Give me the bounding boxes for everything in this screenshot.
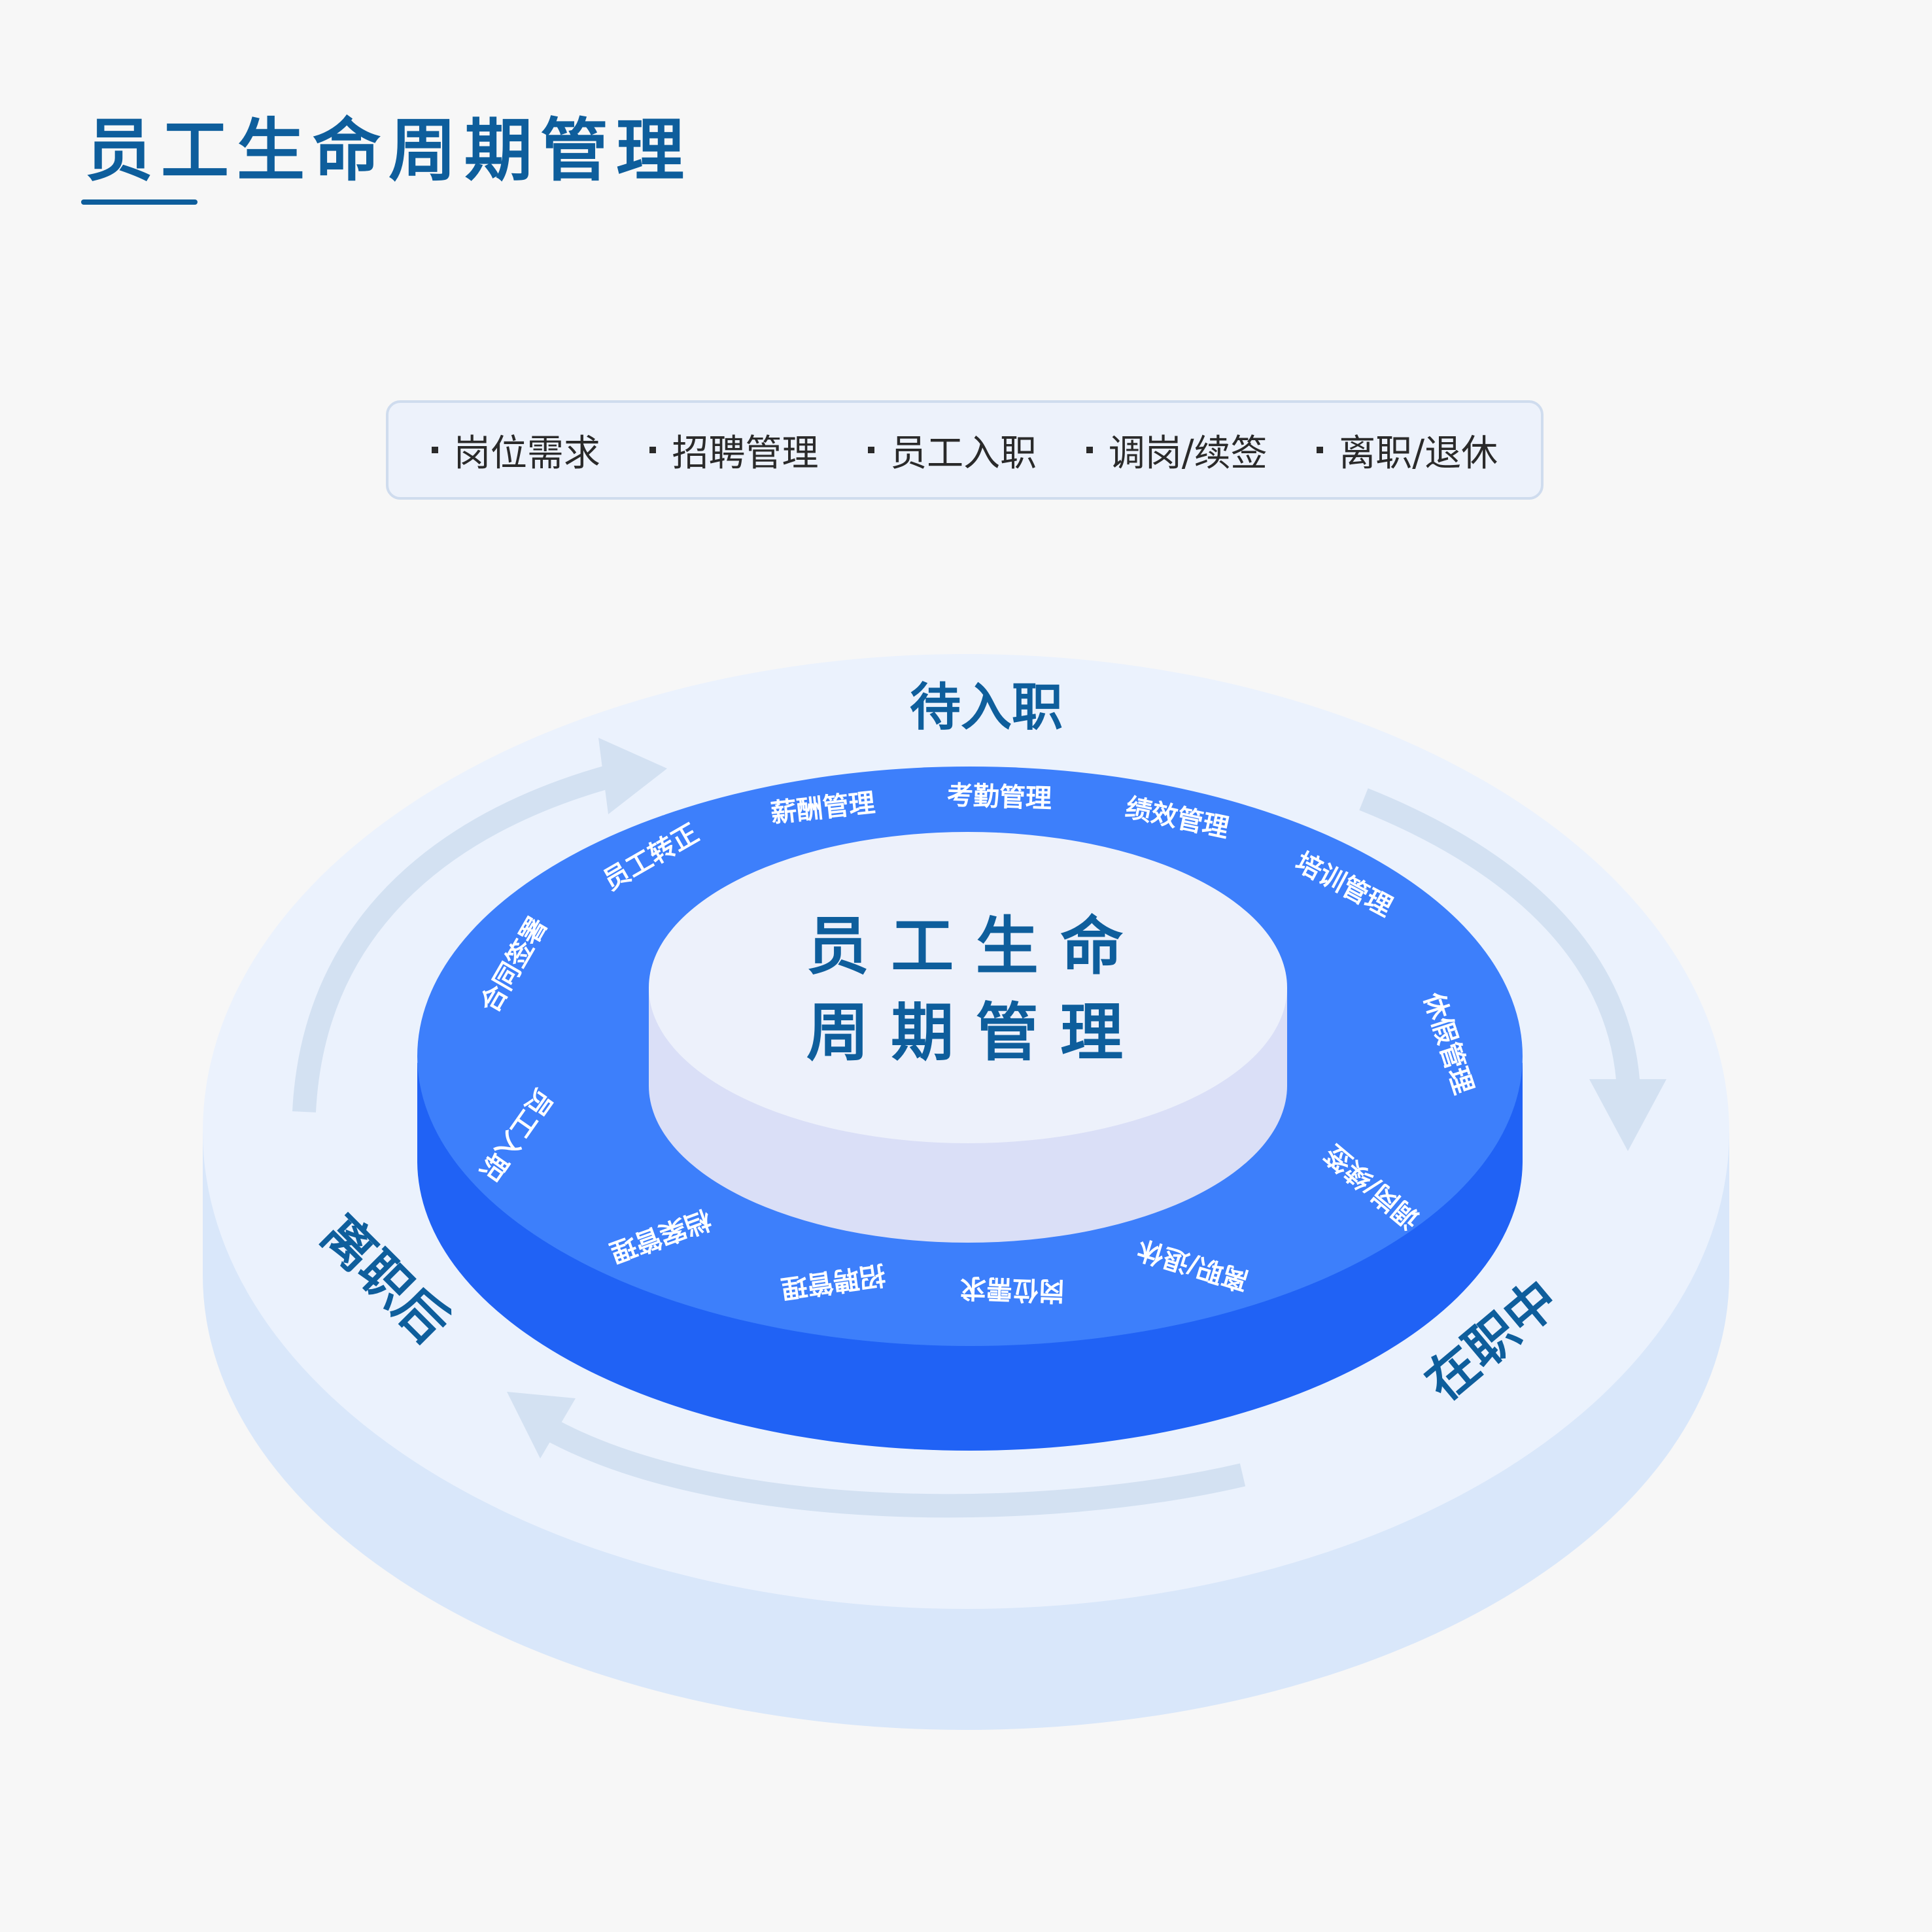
page-title: 员工生命周期管理 [85,111,693,190]
bullet-icon [1086,447,1093,453]
center-title-line2: 周 期 管 理 [806,996,1123,1069]
tag-item: 员工入职 [868,424,1037,477]
tag-label: 离职/退休 [1339,432,1498,475]
inner-cylinder-top [649,832,1287,1143]
bullet-icon [431,447,438,453]
arrow-after-leaving [540,1417,1246,1518]
tag-bar: 岗位需求 招聘管理 员工入职 调岗/续签 离职/退休 [386,400,1544,500]
arrow-head-icon [507,1392,576,1458]
center-title-line1: 员 工 生 命 [806,910,1123,983]
arrow-pre-onboarding [292,763,618,1113]
bullet-icon [868,447,875,453]
tag-label: 员工入职 [890,432,1037,475]
ring-item-post-demand: 岗位需求 [959,1272,1065,1306]
ring-item-attendance: 考勤管理 [946,780,1052,814]
stage-pre-onboarding: 待入职 [910,678,1063,737]
arrow-employed [1359,788,1640,1090]
tag-item: 招聘管理 [649,424,818,477]
arrow-head-icon [1589,1079,1666,1151]
bullet-icon [1317,447,1324,453]
tag-label: 岗位需求 [453,432,600,475]
tag-item: 岗位需求 [431,424,600,477]
bullet-icon [649,447,657,453]
tag-label: 调岗/续签 [1108,432,1268,475]
tag-item: 离职/退休 [1317,424,1498,477]
title-underline [81,199,198,205]
tag-label: 招聘管理 [672,432,819,475]
arrow-head-icon [598,738,667,814]
tag-item: 调岗/续签 [1086,424,1268,477]
